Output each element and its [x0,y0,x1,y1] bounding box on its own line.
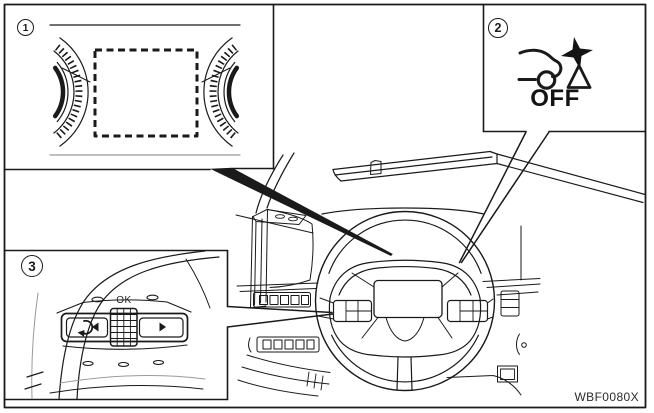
next-button [138,317,184,338]
callout-3-leader [226,305,334,328]
callout-3-box [3,249,229,401]
left-vent-lower [248,336,320,353]
scroll-dial-icon [109,307,138,347]
right-gauge-needle [201,67,231,83]
screw-slot [146,294,159,301]
right-triangle-icon [159,322,166,332]
figure-code: WBF0080X [574,390,639,404]
steering-wheel-rim [314,210,496,392]
callout-1-leader [210,167,393,256]
figure-border [3,3,647,409]
wheel-rim-inner-curve [76,256,220,400]
collision-star-icon [561,37,593,69]
left-triangle-icon [92,322,99,332]
airbag-pad-top [329,259,481,299]
screw-slot [117,361,130,368]
callout-3-number: 3 [21,255,43,277]
callout-2-number: 2 [488,18,508,38]
screw-slot [91,296,104,303]
hub-center-panel [373,279,443,319]
collision-warning-off-icon [517,37,593,90]
back-arrow-icon [77,319,99,337]
left-gauge-arc-icon [52,37,91,147]
switch-bar [60,312,189,343]
left-dash-cap [252,209,307,225]
right-vent [500,290,520,317]
instrument-cluster-inset [49,24,241,156]
callout-2-box [482,3,647,133]
left-gauge-needle [61,67,91,83]
left-vent-upper [253,292,311,308]
lower-right-switch [497,365,518,383]
callout-1-box [3,3,275,171]
callout-1-bottom-border [3,167,275,171]
obstacle-triangle-icon [566,64,592,89]
dashed-display-outline [93,48,199,138]
car-wheel [536,70,557,90]
back-button [65,317,109,338]
left-a-pillar [255,152,295,214]
feb-off-label: OFF [530,85,580,112]
switch-plate-bottom-edge [62,344,188,350]
steering-column [396,356,413,391]
screw-slot [82,360,94,367]
steering-switch-inset [24,250,220,400]
left-cluster-side-panel [267,209,314,288]
wheel-rim-outer-curve [58,250,206,400]
dash-top-slab [332,150,498,182]
dashboard-illustration [235,150,646,397]
switch-plate-top-edge [56,299,192,314]
right-gauge-arc-icon [201,37,240,147]
car-silhouette [518,48,563,79]
cluster-visor-edge [321,207,485,215]
callout-1-number: 1 [17,19,34,36]
screw-slot [152,359,165,366]
ok-button-label: OK [116,295,132,306]
console-curves [237,354,331,397]
